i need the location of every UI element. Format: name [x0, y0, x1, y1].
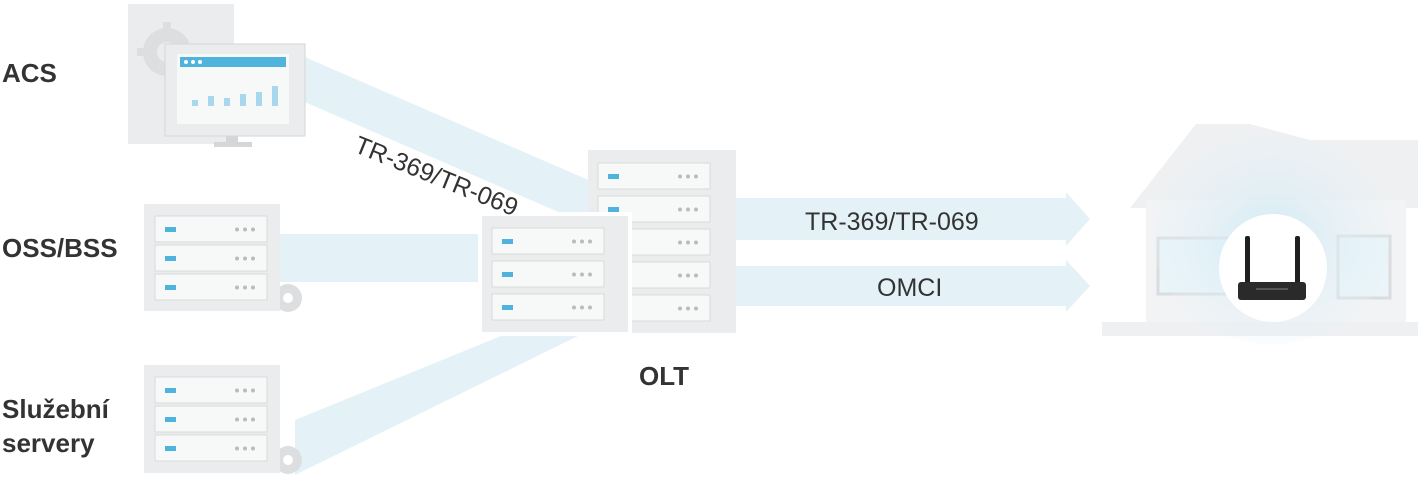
beam-acs-olt	[300, 55, 600, 230]
beam-servers-olt	[295, 318, 580, 475]
arrow-management	[735, 192, 1090, 246]
service-servers-label-line1: Služební	[2, 394, 109, 424]
service-servers-label: Služební servery	[2, 392, 109, 460]
arrow-omci	[735, 260, 1090, 312]
management-protocol-label: TR-369/TR-069	[805, 208, 979, 236]
oss-bss-label: OSS/BSS	[2, 233, 118, 263]
beam-oss-olt	[280, 234, 490, 282]
olt-label: OLT	[639, 361, 690, 391]
oss-bss-server-icon	[144, 204, 302, 312]
acs-label: ACS	[2, 58, 57, 88]
service-servers-label-line2: servery	[2, 428, 95, 458]
service-servers-icon	[144, 365, 302, 474]
home-router-icon	[1102, 124, 1418, 344]
olt-device-icon	[478, 150, 736, 336]
acs-monitor-icon	[128, 4, 306, 147]
omci-protocol-label: OMCI	[877, 274, 943, 302]
